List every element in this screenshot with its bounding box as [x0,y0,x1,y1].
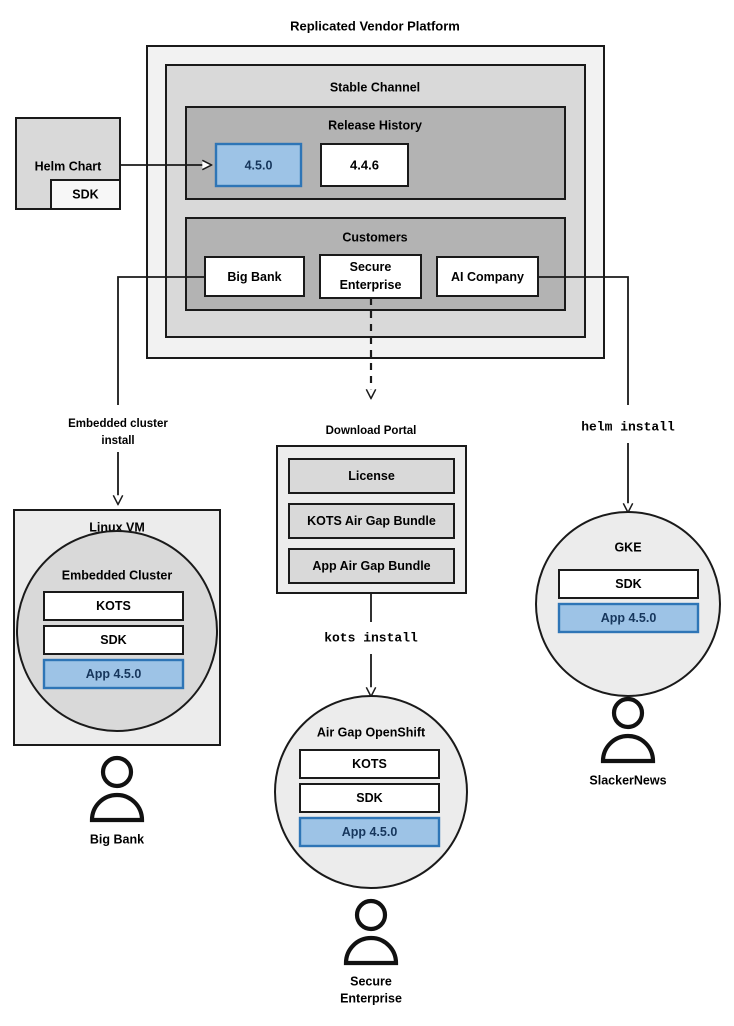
page-title: Replicated Vendor Platform [290,18,460,33]
openshift-component-app-box[interactable] [298,816,441,848]
openshift-component-app-label: App 4.5.0 [342,825,398,839]
release-box-4-4-6[interactable] [320,143,409,187]
release-version-4-5-0: 4.5.0 [245,158,273,172]
release-version-4-4-6: 4.4.6 [350,157,379,172]
customer-label-big-bank: Big Bank [227,270,281,284]
person-icon-slackernews-head [611,696,645,730]
release-history-label: Release History [328,118,422,132]
release-box-4-5-0[interactable] [214,142,303,188]
actor-label-slackernews: SlackerNews [589,773,666,787]
stable-channel-label: Stable Channel [330,80,420,94]
gke-label: GKE [614,540,641,554]
connector-ai-company-to-gke-upper [538,276,629,405]
openshift-component-kots-box[interactable] [299,749,440,779]
helm-chart-label: Helm Chart [35,159,103,173]
connector-label-embedded-cluster-install-line1: Embedded cluster [68,418,168,430]
customer-label-ai-company: AI Company [451,270,524,284]
download-portal-artifact-app-bundle-box[interactable] [288,548,455,584]
customer-box-big-bank[interactable] [204,256,305,297]
helm-chart-sdk-label: SDK [72,187,98,201]
embedded-cluster-component-app-label: App 4.5.0 [86,667,142,681]
person-icon-secure-enterprise-body [343,935,399,966]
gke-component-sdk-label: SDK [615,577,641,591]
helm-chart-sdk-box[interactable] [50,179,121,210]
embedded-cluster-component-app-box[interactable] [42,658,185,690]
actor-label-big-bank: Big Bank [90,832,144,846]
gke-component-sdk-box[interactable] [558,569,699,599]
person-icon-big-bank-body [89,792,145,823]
linux-vm-label: Linux VM [89,520,145,534]
embedded-cluster-label: Embedded Cluster [62,568,173,582]
connector-label-embedded-cluster-install-line2: install [101,435,134,447]
download-portal-artifact-kots-bundle-box[interactable] [288,503,455,539]
openshift-component-kots-label: KOTS [352,757,387,771]
person-icon-big-bank-head [100,755,134,789]
connector-big-bank-to-linux-vm-upper [117,276,205,405]
download-portal-artifact-kots-bundle-label: KOTS Air Gap Bundle [307,514,436,528]
customer-label-secure-enterprise-line1: Secure [350,260,392,274]
connector-label-download-portal: Download Portal [326,425,417,437]
openshift-component-sdk-label: SDK [356,791,382,805]
embedded-cluster-component-sdk-box[interactable] [43,625,184,655]
embedded-cluster-component-kots-box[interactable] [43,591,184,621]
air-gap-openshift-label: Air Gap OpenShift [317,725,426,739]
customer-box-secure-enterprise[interactable] [319,254,422,299]
download-portal-artifact-app-bundle-label: App Air Gap Bundle [312,559,430,573]
gke-component-app-label: App 4.5.0 [601,611,657,625]
embedded-cluster-component-sdk-label: SDK [100,633,126,647]
customer-box-ai-company[interactable] [436,256,539,297]
actor-label-secure-enterprise-line2: Enterprise [340,991,402,1005]
customer-label-secure-enterprise-line2: Enterprise [340,278,402,292]
connector-label-kots-install: kots install [324,630,418,645]
embedded-cluster-component-kots-label: KOTS [96,599,131,613]
person-icon-slackernews-body [600,733,656,764]
download-portal-artifact-license-box[interactable] [288,458,455,494]
customers-label: Customers [342,230,407,244]
connector-label-helm-install: helm install [581,419,675,434]
openshift-component-sdk-box[interactable] [299,783,440,813]
download-portal-artifact-license-label: License [348,469,395,483]
person-icon-secure-enterprise-head [354,898,388,932]
gke-component-app-box[interactable] [557,602,700,634]
actor-label-secure-enterprise-line1: Secure [350,974,392,988]
